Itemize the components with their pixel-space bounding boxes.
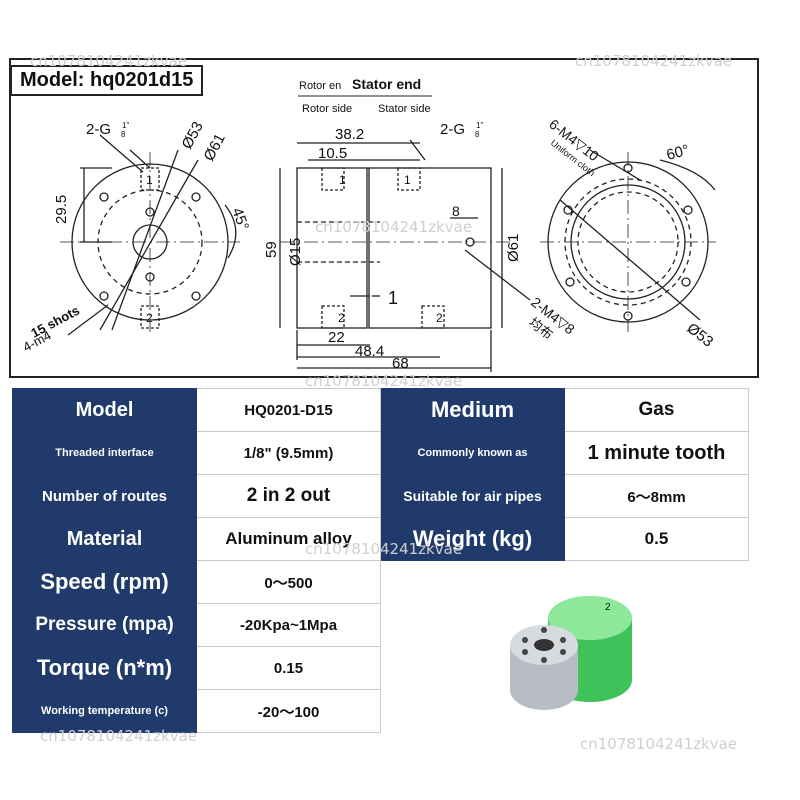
dim-10-5: 10.5 [318, 145, 347, 162]
svg-text:1: 1 [146, 173, 153, 187]
dim-38-2: 38.2 [335, 126, 364, 143]
watermark: cn1078104241zkvae [575, 52, 733, 70]
left-angle-45: 45° [228, 206, 252, 233]
model-title: Model: hq0201d15 [10, 65, 204, 96]
svg-text:1: 1 [388, 288, 398, 308]
right-d53: Ø53 [684, 320, 717, 351]
bore-hole [534, 639, 554, 651]
spec-table: Model HQ0201-D15 Medium Gas Threaded int… [12, 388, 749, 733]
dim-8: 8 [452, 203, 460, 219]
watermark: cn1078104241zkvae [30, 52, 188, 70]
stator-side-label: Stator side [378, 103, 431, 115]
left-d61: Ø61 [201, 131, 229, 164]
svg-text:1: 1 [404, 173, 411, 187]
stator-end-label: Stator end [352, 76, 421, 92]
dim-59: 59 [263, 241, 280, 258]
svg-text:1": 1" [122, 121, 129, 130]
svg-text:1: 1 [339, 173, 346, 187]
drawing-frame [9, 58, 759, 378]
rotor-side-label: Rotor side [302, 103, 352, 115]
d15: Ø15 [287, 238, 304, 266]
left-m4: 4-m4 [20, 327, 53, 354]
mid-d61: Ø61 [505, 234, 522, 262]
svg-text:2: 2 [146, 311, 153, 325]
dim-48-4: 48.4 [355, 343, 384, 360]
table-row: Model HQ0201-D15 Medium Gas [12, 388, 749, 432]
photo-marking: 2 [605, 602, 611, 613]
dim-68: 68 [392, 355, 409, 372]
table-row: Material Aluminum alloy Weight (kg) 0.5 [12, 517, 749, 561]
mid-g-thread: 2-G [440, 121, 465, 138]
left-dim-29-5: 29.5 [53, 195, 70, 224]
svg-text:2: 2 [436, 311, 443, 325]
rotor-body [296, 167, 368, 329]
right-angle-60: 60° [665, 142, 691, 164]
table-row: Speed (rpm) 0～500 [12, 560, 749, 604]
dim-22: 22 [328, 329, 345, 346]
product-photo: 2 [510, 596, 632, 710]
table-row: Number of routes 2 in 2 out Suitable for… [12, 474, 749, 518]
svg-text:8: 8 [475, 130, 480, 139]
watermark: cn1078104241zkvae [40, 727, 198, 745]
watermark: cn1078104241zkvae [315, 218, 473, 236]
rotor-end-label: Rotor en [299, 80, 341, 92]
left-d53: Ø53 [179, 119, 207, 152]
table-row: Threaded interface 1/8" (9.5mm) Commonly… [12, 431, 749, 475]
watermark: cn1078104241zkvae [580, 735, 738, 753]
svg-text:8: 8 [121, 130, 126, 139]
table-row: Pressure (mpa) -20Kpa~1Mpa [12, 603, 749, 647]
watermark: cn1078104241zkvae [305, 540, 463, 558]
left-g-thread: 2-G [86, 121, 111, 138]
svg-text:2: 2 [338, 311, 345, 325]
watermark: cn1078104241zkvae [305, 372, 463, 390]
svg-text:1": 1" [476, 121, 483, 130]
table-row: Working temperature (c) -20～100 [12, 689, 749, 733]
